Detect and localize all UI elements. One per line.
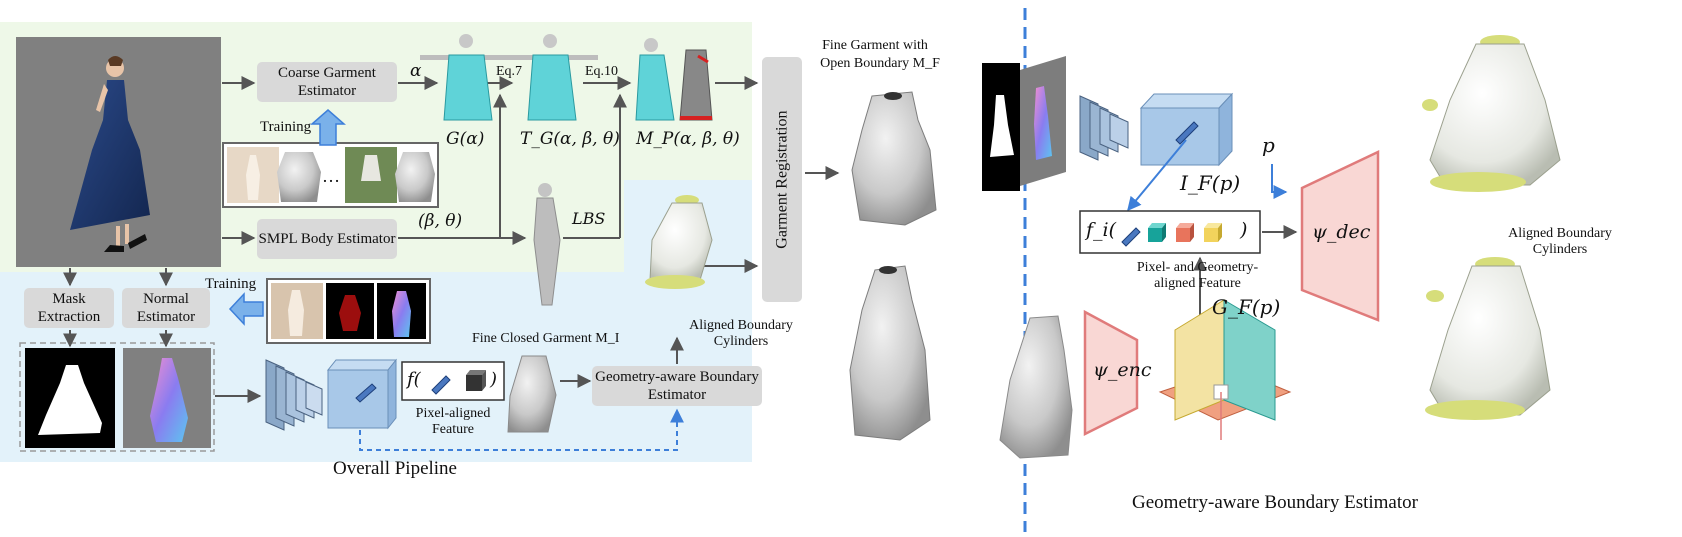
triplane [1158,299,1292,440]
training-arrow-up [310,109,346,146]
label-f-close: ) [490,369,498,390]
outputs-frame [19,342,215,452]
fine-open-garment-1 [851,91,937,226]
person-figure [70,56,150,252]
label-fine-open-2: Open Boundary M_F [820,56,940,71]
fine-open-garment-2 [849,265,931,441]
fi-cubes [1148,223,1222,242]
label-eq10: Eq.10 [585,64,619,79]
label-f-open: f( [407,369,421,390]
right-input-garment [999,315,1073,459]
dashed-feedback [359,408,684,451]
right-encoder-layers [1079,95,1129,161]
label-fi-open: f_i( [1086,219,1117,241]
label-if-p: I_F(p) [1180,171,1241,195]
aligned-cylinders-2 [1425,257,1551,420]
label-pixel-geo-feature: Pixel- and Geometry-aligned Feature [1136,260,1259,292]
garment-registration-label: Garment Registration [773,110,791,249]
mesh-mp [635,38,713,121]
feature-cube-left [326,358,398,430]
label-tg: T_G(α, β, θ) [520,129,620,149]
left-panel-title: Overall Pipeline [333,458,457,479]
label-training-bottom: Training [205,276,257,292]
mask-extraction: Mask Extraction [24,288,114,328]
encoder-shape [1083,309,1139,437]
label-psi-enc: ψ_enc [1093,359,1152,381]
decoder-shape [1300,150,1380,322]
label-training-top: Training [260,119,312,135]
label-fi-close: ) [1240,219,1248,241]
label-psi-dec: ψ_dec [1312,221,1371,243]
label-pixel-feature: Pixel-aligned Feature [415,406,491,438]
mesh-tg [508,34,598,121]
encoder-layers [265,359,323,431]
p-arrow [1271,164,1288,199]
label-g-alpha: G(α) [446,129,485,149]
label-beta-theta: (β, θ) [418,211,463,231]
label-eq7: Eq.7 [496,64,523,79]
label-alpha: α [410,61,422,81]
label-lbs: LBS [572,209,606,228]
right-panel-title: Geometry-aware Boundary Estimator [1132,492,1418,513]
aligned-cylinder-mesh [645,195,713,289]
label-gf-p: G_F(p) [1212,295,1281,319]
smpl-body-estimator: SMPL Body Estimator [257,219,397,259]
label-fine-open-1: Fine Garment with [822,38,928,53]
label-mp: M_P(α, β, θ) [636,129,740,149]
training-arrow-left [228,292,264,326]
connectors [63,76,840,403]
label-fine-closed: Fine Closed Garment M_I [472,331,620,346]
label-aligned-cylinders-left: Aligned Boundary Cylinders [689,318,793,350]
label-ellipsis: … [322,166,340,186]
normal-estimator: Normal Estimator [122,288,210,328]
right-feature-cube [1139,92,1234,167]
label-aligned-cylinders-right: Aligned Boundary Cylinders [1508,226,1612,258]
body-mesh-lbs [533,183,561,306]
aligned-cylinders-1 [1422,35,1561,192]
mesh-g-alpha [420,34,512,121]
pixel-feature-box [401,361,505,401]
coarse-garment-estimator: Coarse Garment Estimator [257,62,397,102]
garment-registration: Garment Registration [762,57,802,302]
feature-sample-arrow [1127,139,1187,212]
fi-feature-box [1079,210,1261,254]
label-p: p [1262,133,1275,157]
boundary-estimator-box: Geometry-aware Boundary Estimator [592,366,762,406]
fine-closed-garment-mesh [507,355,557,433]
